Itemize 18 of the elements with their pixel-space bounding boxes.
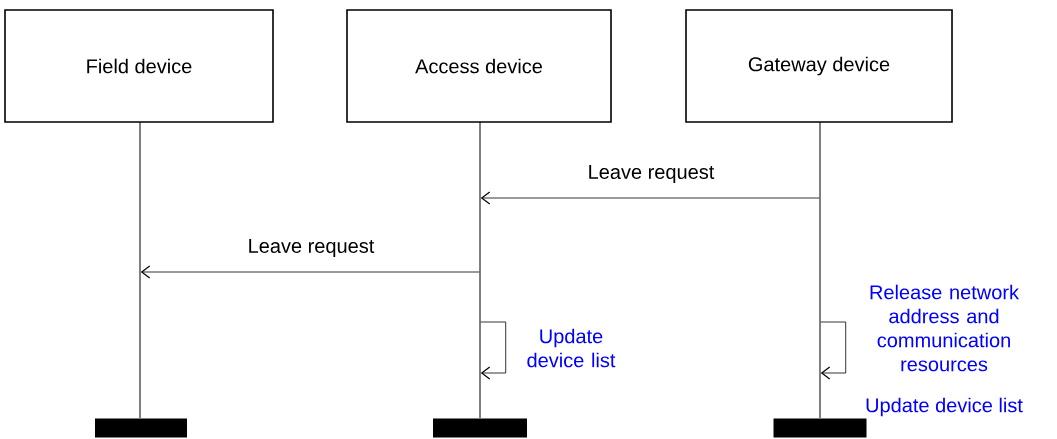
note-label: Update device list (866, 397, 1023, 417)
message-arrow (140, 265, 480, 279)
lifeline-end-bar (95, 418, 187, 438)
participant-box: Field device (4, 9, 274, 123)
lifeline (139, 122, 141, 418)
lifeline (479, 122, 481, 418)
participant-box: Access device (346, 9, 612, 123)
edge-label: Update device list (527, 328, 616, 368)
lifeline-end-bar (433, 418, 527, 438)
self-message-arrow (820, 321, 847, 380)
edge-label: Leave request (249, 239, 375, 257)
participant-box: Gateway device (685, 9, 953, 123)
self-message-arrow (480, 321, 507, 380)
edge-label: Leave request (589, 165, 715, 183)
message-arrow (480, 191, 820, 205)
lifeline-end-bar (773, 418, 867, 438)
lifeline (819, 122, 821, 418)
edge-label: Release network address and communication resources (870, 284, 1020, 372)
